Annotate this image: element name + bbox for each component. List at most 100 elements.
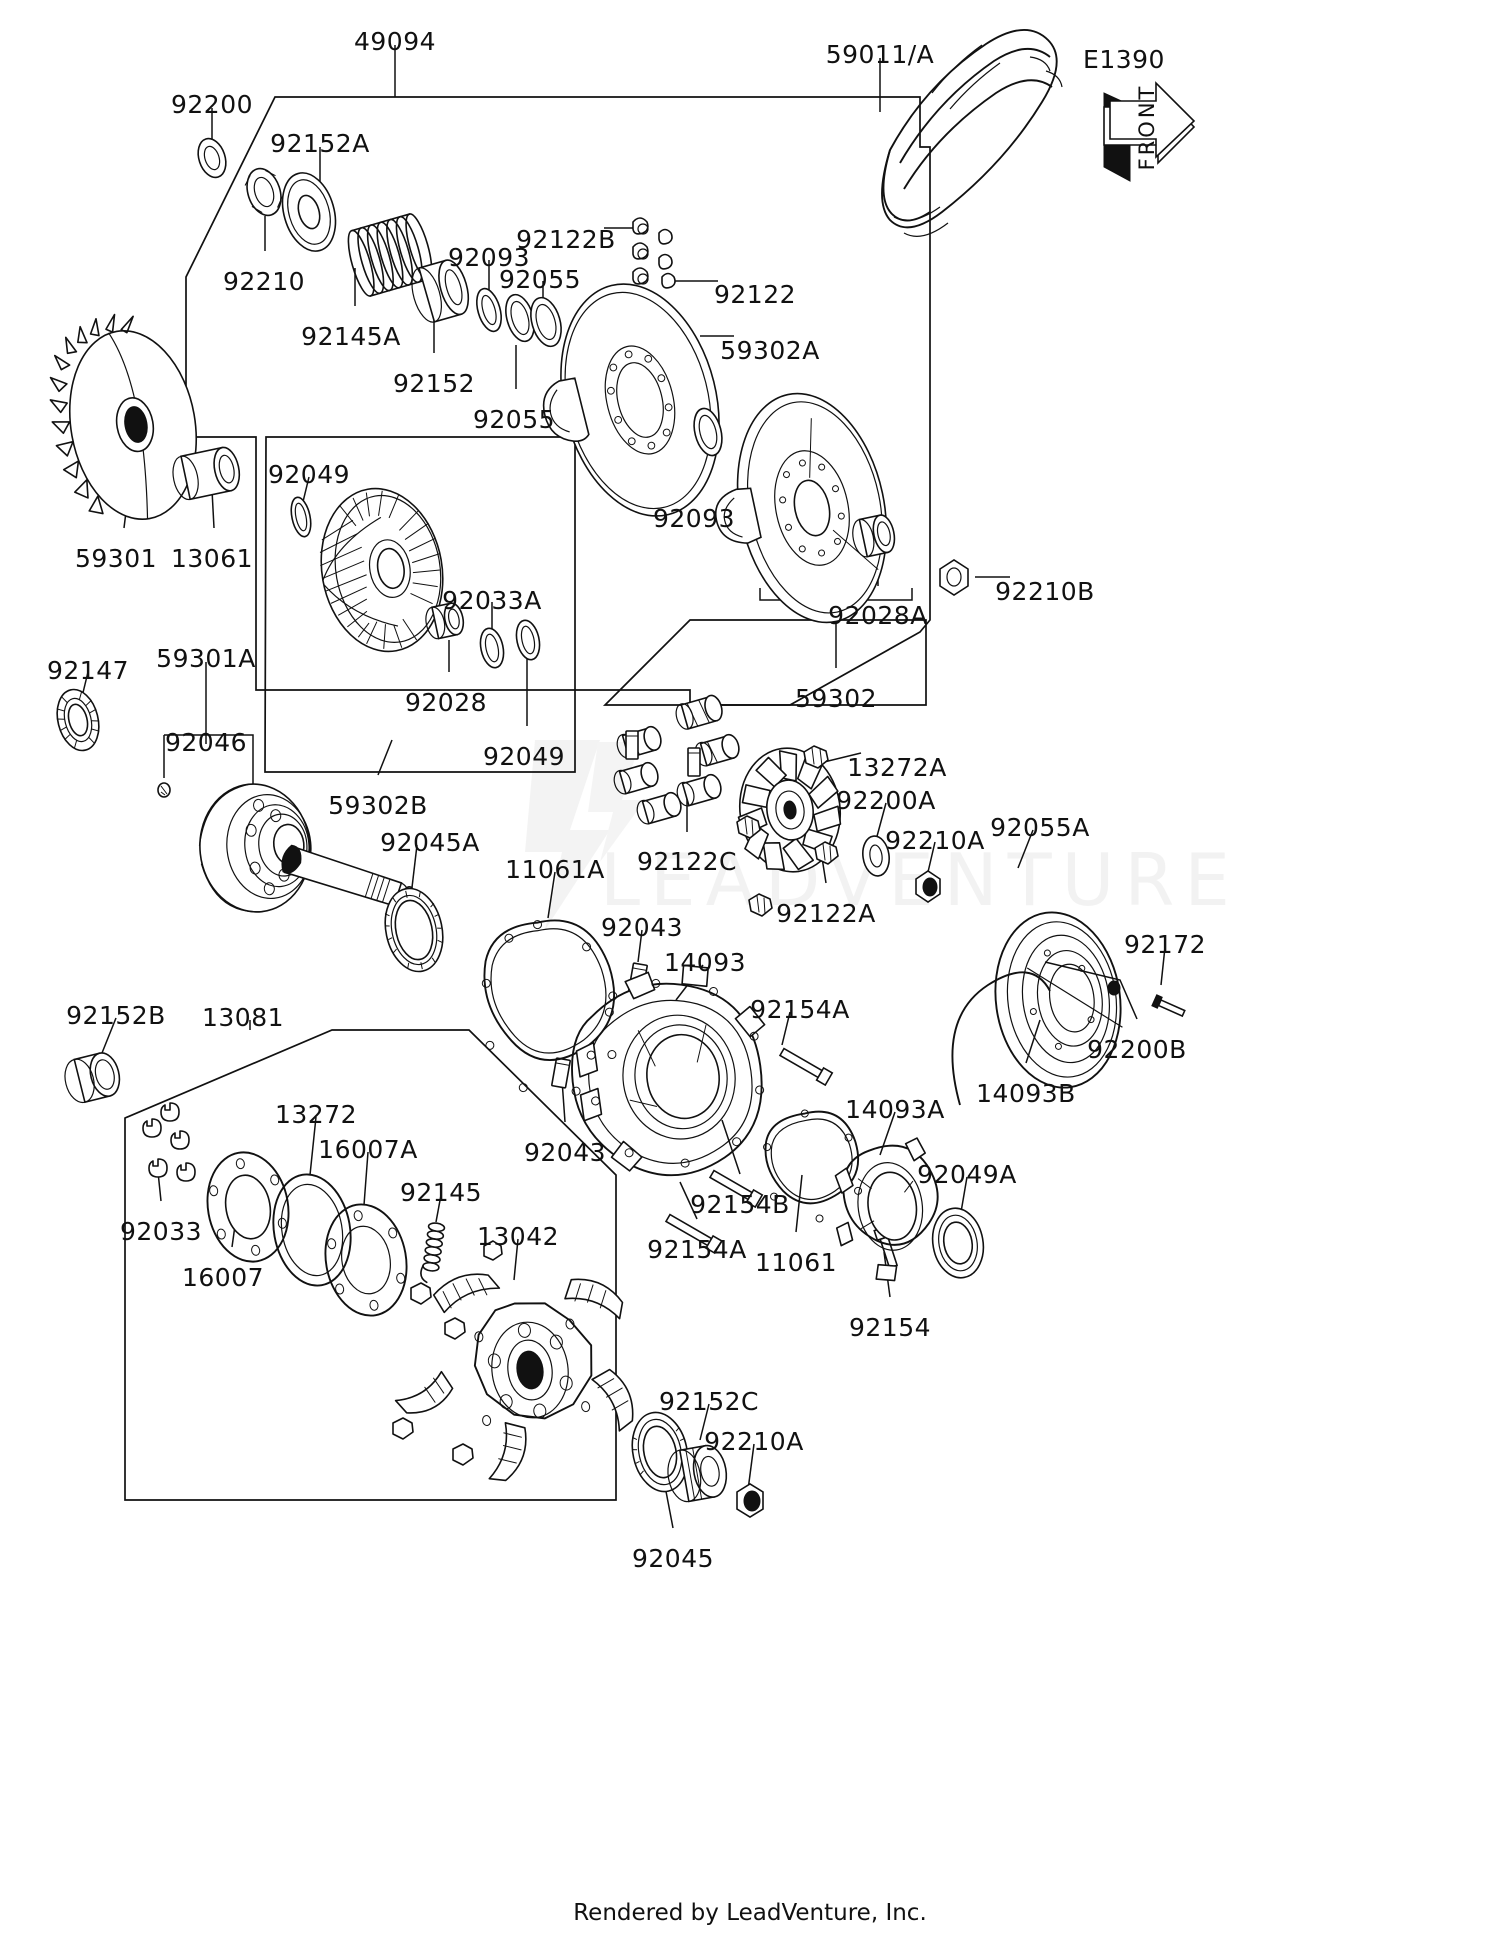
part-92055A-band <box>951 971 1051 1106</box>
callout-92200: 92200 <box>170 90 254 119</box>
part-11061-ring <box>834 1137 939 1282</box>
part-92049-a <box>290 496 312 538</box>
part-16007A <box>324 1203 408 1317</box>
callout-92043: 92043 <box>600 913 684 942</box>
group-outline-13081 <box>124 1029 617 1501</box>
part-59011A-belt <box>881 28 1063 237</box>
part-92210 <box>244 167 283 217</box>
callout-92122A: 92122A <box>776 899 876 928</box>
callout-92033A: 92033A <box>442 586 542 615</box>
part-92145A <box>347 213 433 297</box>
callout-92145: 92145 <box>399 1178 483 1207</box>
callout-16007A: 16007A <box>318 1135 418 1164</box>
part-92043-b <box>551 1057 571 1089</box>
callout-92045: 92045 <box>631 1544 715 1573</box>
part-92122C-cluster <box>613 694 740 825</box>
callout-92152B: 92152B <box>66 1001 166 1030</box>
callout-E1390: E1390 <box>1083 45 1165 74</box>
callout-13272: 13272 <box>274 1100 358 1129</box>
callout-14093A: 14093A <box>845 1095 945 1124</box>
callout-59301A: 59301A <box>156 644 256 673</box>
part-92154A-bolt-1 <box>778 1047 834 1087</box>
part-finned-drum <box>319 487 444 653</box>
part-92210A-mid <box>915 870 941 903</box>
part-14093A-gasket <box>763 1109 863 1223</box>
callout-14093: 14093 <box>663 948 747 977</box>
part-59302-sheave <box>714 392 888 624</box>
footer-credit: Rendered by LeadVenture, Inc. <box>573 1900 927 1926</box>
callout-92055: 92055 <box>472 405 556 434</box>
part-92172 <box>1151 994 1186 1018</box>
part-92028 <box>425 602 465 640</box>
callout-13042: 13042 <box>476 1222 560 1251</box>
part-59302A <box>542 283 720 517</box>
callout-92145A: 92145A <box>301 322 401 351</box>
part-59301 <box>49 313 198 520</box>
svg-text:FRONT: FRONT <box>1135 84 1159 171</box>
part-13061 <box>172 446 241 501</box>
callout-92172: 92172 <box>1123 930 1207 959</box>
part-92152B <box>64 1052 121 1104</box>
callout-92210B: 92210B <box>995 577 1095 606</box>
group-outline-59302 <box>602 619 927 706</box>
part-92033-clips <box>142 1102 196 1182</box>
callout-92122C: 92122C <box>637 847 737 876</box>
callout-11061: 11061 <box>754 1248 838 1277</box>
callout-92045A: 92045A <box>380 828 480 857</box>
callout-92154: 92154 <box>848 1313 932 1342</box>
part-92200 <box>197 137 227 179</box>
part-92055-a <box>505 293 535 343</box>
callout-92046: 92046 <box>164 728 248 757</box>
part-92154B-bolt <box>664 1213 723 1255</box>
part-14093-cover <box>571 964 766 1177</box>
part-92049-b <box>515 619 541 661</box>
callout-14093B: 14093B <box>976 1079 1076 1108</box>
part-92152C <box>667 1444 728 1503</box>
part-59301A-hub <box>198 783 415 913</box>
callout-16007: 16007 <box>181 1263 265 1292</box>
part-92093-mid <box>693 407 723 457</box>
part-92200B <box>1107 980 1121 996</box>
callout-92093: 92093 <box>447 243 531 272</box>
callout-92210: 92210 <box>222 267 306 296</box>
part-13042-carrier <box>473 1302 593 1427</box>
part-92154A-bolt-2 <box>708 1169 764 1209</box>
part-13042-shoes <box>392 1240 634 1482</box>
callout-92028: 92028 <box>404 688 488 717</box>
callout-59302A: 59302A <box>720 336 820 365</box>
callout-92049A: 92049A <box>917 1160 1017 1189</box>
part-92210A-bottom <box>736 1483 764 1518</box>
callout-92154A: 92154A <box>647 1235 747 1264</box>
callout-92147: 92147 <box>46 656 130 685</box>
callout-13061: 13061 <box>170 544 254 573</box>
part-92028A <box>852 514 896 558</box>
callout-92200A: 92200A <box>836 786 936 815</box>
callout-59302B: 59302B <box>328 791 428 820</box>
part-92200A <box>862 835 890 877</box>
callout-13081: 13081 <box>201 1003 285 1032</box>
part-11061A <box>481 919 618 1096</box>
callout-92200B: 92200B <box>1087 1035 1187 1064</box>
part-92033A <box>479 627 505 669</box>
callout-92152: 92152 <box>392 369 476 398</box>
callout-92049: 92049 <box>482 742 566 771</box>
part-92147 <box>56 688 100 752</box>
callout-49094: 49094 <box>353 27 437 56</box>
part-92049A <box>931 1207 985 1279</box>
callout-92049: 92049 <box>267 460 351 489</box>
part-92145-spring <box>420 1222 446 1284</box>
part-92045A <box>384 887 444 973</box>
callout-92210A: 92210A <box>885 826 985 855</box>
part-92046 <box>157 782 171 798</box>
group-outline-59302B <box>264 436 576 773</box>
callout-11061A: 11061A <box>505 855 605 884</box>
callout-59302: 59302 <box>794 684 878 713</box>
part-92210B <box>939 559 969 596</box>
callout-59301: 59301 <box>74 544 158 573</box>
callout-13272A: 13272A <box>847 753 947 782</box>
part-92045 <box>631 1411 689 1493</box>
part-14093B-cover <box>994 911 1123 1089</box>
callout-92154A: 92154A <box>750 995 850 1024</box>
callout-92055A: 92055A <box>990 813 1090 842</box>
